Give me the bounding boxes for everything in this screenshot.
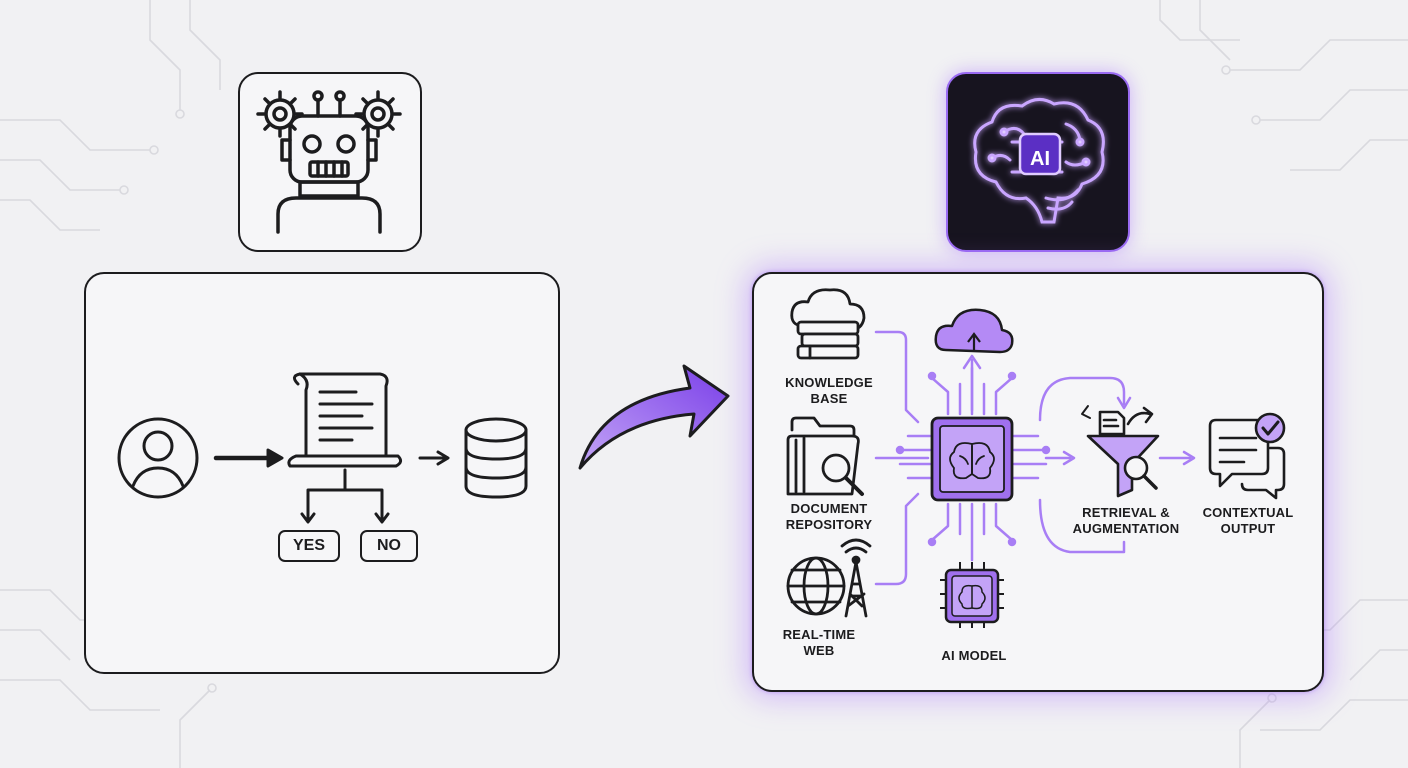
retrieval-augmentation-label: RETRIEVAL & AUGMENTATION bbox=[1072, 505, 1180, 536]
robot-gears-icon bbox=[255, 89, 402, 234]
legacy-workflow-panel bbox=[84, 272, 560, 674]
ai-model-label: AI MODEL bbox=[941, 648, 1007, 663]
yes-badge: YES bbox=[278, 530, 340, 562]
no-badge: NO bbox=[360, 530, 418, 562]
ai-badge-label: AI bbox=[1030, 147, 1050, 170]
source-label-document-repository: DOCUMENT REPOSITORY bbox=[785, 501, 873, 532]
ai-brain-icon bbox=[972, 97, 1105, 223]
contextual-output-label: CONTEXTUAL OUTPUT bbox=[1202, 505, 1294, 536]
source-label-real-time-web: REAL-TIME WEB bbox=[782, 627, 856, 658]
source-label-knowledge-base: KNOWLEDGE BASE bbox=[785, 375, 873, 406]
ai-brain-tile: AI bbox=[946, 72, 1130, 252]
robot-tile bbox=[238, 72, 422, 252]
